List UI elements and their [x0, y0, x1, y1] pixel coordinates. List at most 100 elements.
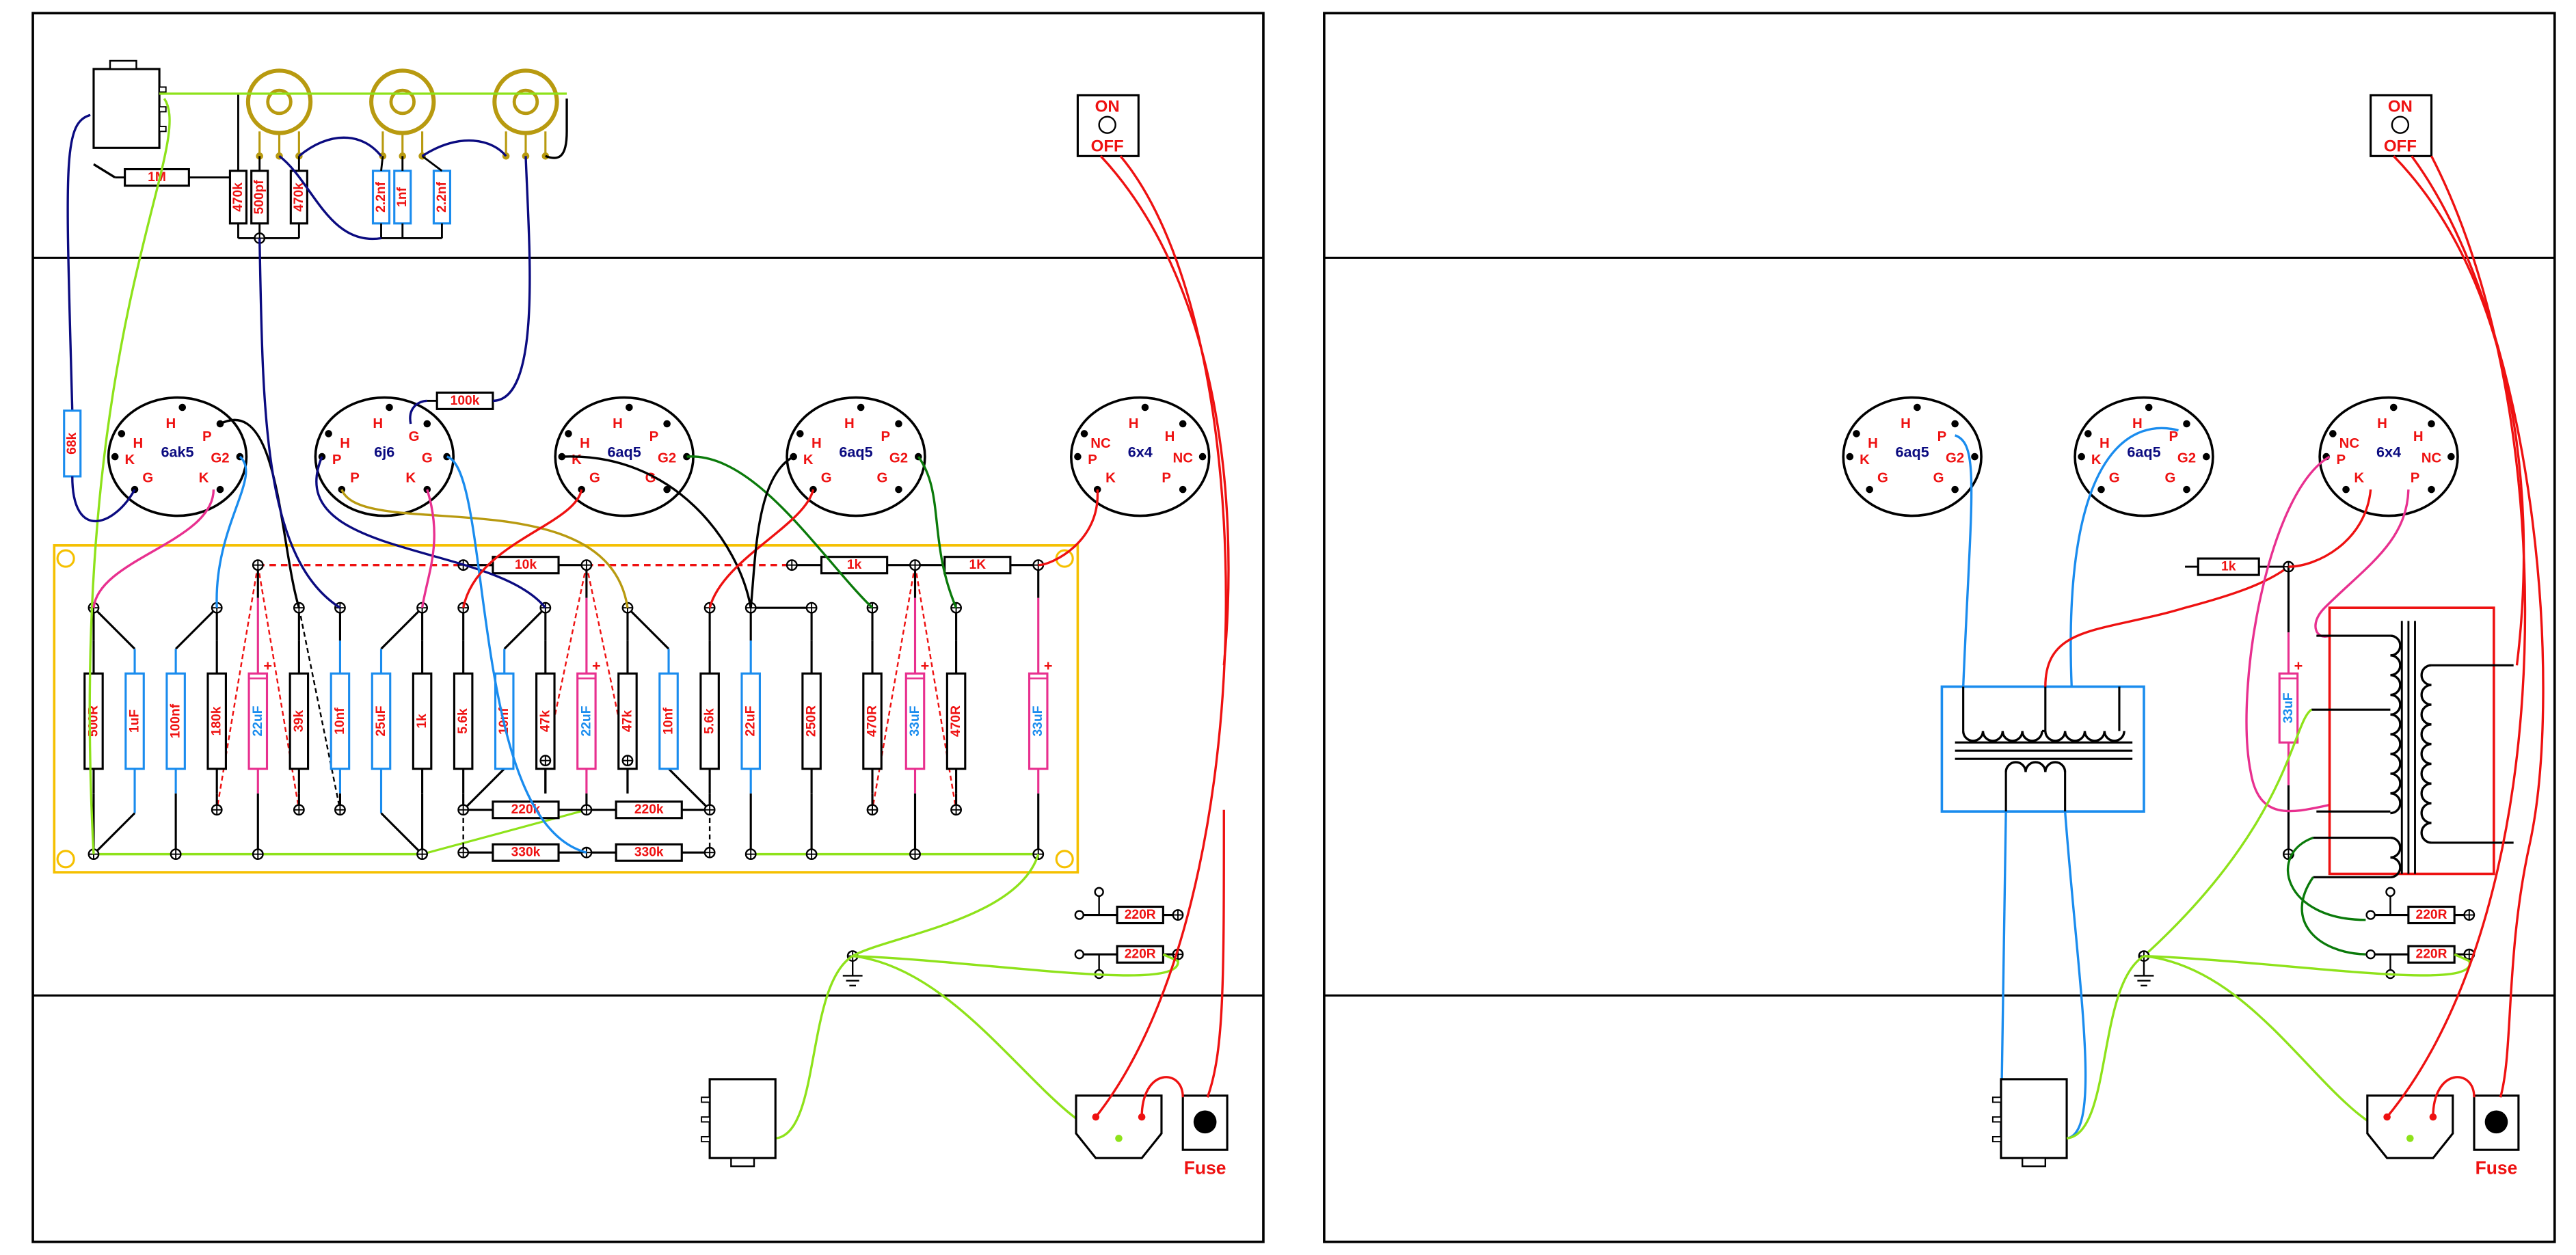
component-body: [535, 672, 556, 770]
pin-label: H: [133, 436, 143, 451]
toggle-icon[interactable]: [1098, 116, 1116, 134]
pot-shaft[interactable]: [389, 88, 416, 116]
socket-outline: [2318, 396, 2459, 517]
pin-label: P: [2411, 470, 2420, 485]
component-body: [247, 672, 269, 770]
pin-dot: [895, 485, 902, 494]
pin-label: NC: [2421, 450, 2442, 465]
wire: [2314, 489, 2410, 638]
pin-label: G: [877, 470, 888, 485]
jack-body: [92, 68, 161, 149]
pot-shaft[interactable]: [266, 88, 293, 116]
iec-power-inlet: [2366, 1094, 2454, 1159]
pin-dot: [2183, 485, 2190, 494]
resistor: 220R: [2407, 945, 2456, 964]
solder-node: [457, 846, 470, 859]
component-label: 10nf: [333, 707, 347, 735]
component-label: 33uF: [1031, 705, 1045, 736]
solder-node: [580, 804, 593, 816]
wire: [626, 607, 670, 650]
pin-label: K: [1860, 453, 1870, 468]
component-label: 33uF: [908, 705, 922, 736]
wire: [315, 456, 547, 609]
wire: [1955, 434, 1973, 687]
pin-label: P: [1937, 429, 1947, 444]
component-body: [615, 843, 683, 862]
pin-label: G: [142, 470, 153, 485]
pin-dot: [2428, 485, 2435, 494]
component-body: [412, 672, 433, 770]
toggle-icon[interactable]: [2391, 116, 2410, 134]
solder-node: [805, 602, 818, 614]
capacitor: 2.2nf: [432, 170, 452, 225]
pin-label: P: [2337, 453, 2346, 468]
wire: [420, 489, 435, 608]
solder-node: [211, 804, 223, 816]
solder-node: [950, 804, 962, 816]
jack-tab: [109, 59, 137, 70]
tube-name: 6aq5: [1896, 443, 1929, 460]
component-label: 1nf: [395, 187, 410, 206]
solder-node: [539, 755, 552, 767]
wire: [852, 854, 1040, 958]
wire: [66, 113, 91, 411]
wire: [708, 489, 815, 608]
component-body: [492, 843, 560, 862]
pot-shaft[interactable]: [512, 88, 539, 116]
wire: [2066, 955, 2145, 1140]
solder-node: [252, 559, 264, 571]
wire: [340, 489, 629, 608]
pin-dot: [2342, 485, 2350, 494]
resistor: 470R: [862, 672, 883, 770]
solder-node: [252, 848, 264, 861]
tube-name: 6x4: [2376, 443, 2401, 460]
solder-node: [293, 804, 305, 816]
wire: [409, 399, 427, 424]
audio-jack: [701, 1078, 777, 1168]
component-body: [862, 672, 883, 770]
pin-label: H: [2099, 436, 2110, 451]
pin-label: P: [2169, 429, 2178, 444]
pin-dot: [2329, 430, 2337, 437]
pin-dot: [2145, 403, 2153, 411]
wire: [2245, 455, 2331, 813]
plus-sign: +: [921, 657, 930, 674]
pin-label: P: [881, 429, 890, 444]
wire: [917, 456, 958, 608]
pin-label: H: [373, 416, 383, 431]
pin-label: G: [409, 429, 420, 444]
plus-sign: +: [263, 657, 272, 674]
component-label: 47k: [620, 710, 634, 732]
component-body: [617, 672, 638, 770]
wire: [215, 455, 247, 608]
component-label: 1k: [415, 714, 429, 729]
component-label: 1M: [148, 170, 166, 185]
plus-sign: +: [2294, 657, 2303, 674]
pin-label: P: [202, 429, 212, 444]
component-body: [1028, 672, 1049, 770]
wire: [2143, 953, 2471, 977]
resistor: 220R: [2407, 905, 2456, 925]
chassis-outline: [1323, 12, 2556, 1243]
resistor: 100k: [435, 391, 494, 410]
pin-dot: [178, 403, 187, 411]
fuse-label: Fuse: [2476, 1158, 2518, 1178]
pin-label: G2: [658, 450, 676, 465]
pin-label: H: [844, 416, 855, 431]
output-transformer: [1940, 685, 2145, 813]
pin-label: K: [2354, 470, 2364, 485]
pin-label: G: [2165, 470, 2176, 485]
wire: [88, 98, 171, 854]
wire: [92, 489, 215, 608]
power-transformer: [2311, 606, 2514, 878]
capacitor: 25uF: [371, 672, 392, 770]
socket-outline: [1842, 396, 1983, 517]
wire: [2063, 811, 2087, 1140]
pin-dot: [423, 420, 431, 428]
